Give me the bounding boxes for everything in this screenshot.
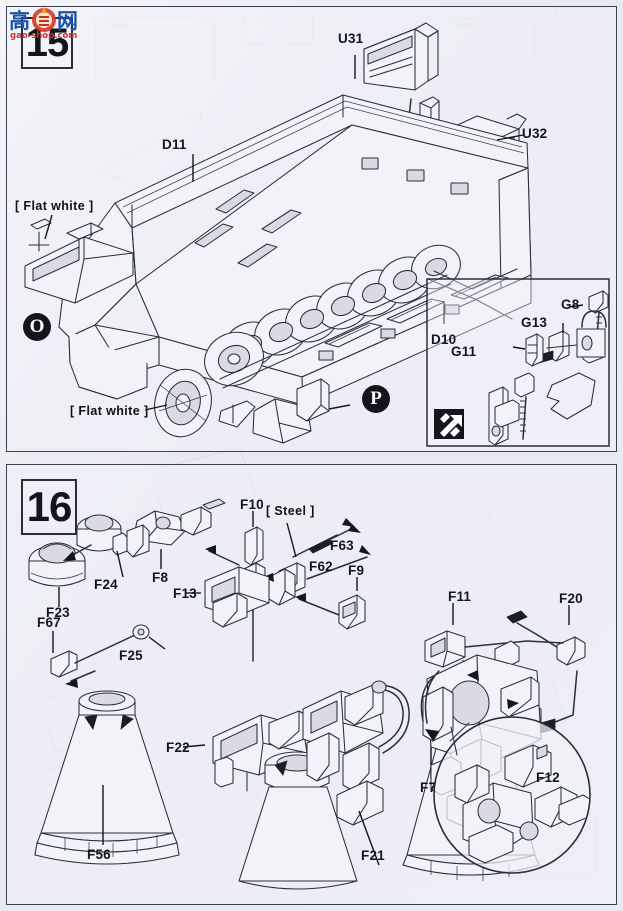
step-number-15: 15 — [21, 17, 73, 69]
part-u31-drawing — [363, 22, 439, 91]
part-label-f10: F10 — [240, 497, 264, 512]
step-16-illustration — [28, 498, 591, 890]
part-label-f62: F62 — [309, 559, 333, 574]
circle-tag-p: P — [362, 385, 390, 413]
part-d-plate-left — [24, 218, 134, 304]
part-label-d10: D10 — [431, 332, 457, 347]
circle-tag-o: O — [23, 313, 51, 341]
part-label-f11: F11 — [448, 589, 472, 604]
detail-callout-frame — [426, 278, 610, 447]
part-f13-drawing — [204, 566, 270, 628]
part-label-f13: F13 — [173, 586, 197, 601]
part-label-g11: G11 — [451, 344, 477, 359]
part-label-d11: D11 — [162, 137, 187, 152]
part-f56-drawing — [34, 690, 180, 865]
leader-flat-white-top — [44, 214, 53, 240]
part-f24-drawing — [76, 514, 128, 556]
magnify-arrows-icon — [434, 409, 464, 439]
paint-label-steel: [ Steel ] — [266, 504, 315, 518]
part-label-f12: F12 — [536, 770, 560, 785]
pointer-outline-shape — [546, 372, 596, 420]
hull-vent-panels — [324, 274, 509, 348]
part-label-u31: U31 — [338, 31, 364, 46]
part-label-u32: U32 — [522, 126, 548, 141]
step-15-panel: 15 U31 D11 U32 D10 G8 G13 G11 [ Flat whi… — [6, 6, 617, 452]
part-label-f20: F20 — [559, 591, 583, 606]
track-running-gear — [204, 244, 461, 389]
part-g13-drawing — [538, 330, 570, 364]
leader-steel — [286, 522, 297, 558]
rear-tow-assembly — [218, 378, 330, 444]
part-f8-drawing — [126, 498, 226, 558]
step-16-panel: 16 [ Steel ] F8 F10 F62 F63 F9 F13 F11 F… — [6, 464, 617, 905]
part-f67-f25-drawing — [50, 624, 150, 688]
leader-f21 — [358, 810, 380, 866]
leader-f24 — [116, 550, 124, 578]
drive-sprocket — [204, 331, 264, 387]
part-label-f7: F7 — [420, 780, 437, 795]
part-label-f63: F63 — [330, 538, 354, 553]
part-f9-drawing — [295, 593, 366, 630]
detail-circle-inset — [433, 716, 591, 874]
step-number-16: 16 — [21, 479, 77, 535]
part-label-f24: F24 — [94, 577, 118, 592]
part-label-f25: F25 — [119, 648, 143, 663]
part-lower-chain-drawing — [488, 372, 535, 446]
part-label-g13: G13 — [521, 315, 548, 330]
part-g11-drawing — [525, 333, 544, 367]
part-f23-drawing — [28, 542, 86, 587]
paint-label-flat-white-top: [ Flat white ] — [15, 199, 94, 213]
part-label-f23: F23 — [46, 605, 70, 620]
part-lock-drawing — [576, 310, 607, 358]
step-15-leader-lines — [144, 55, 524, 411]
part-label-g8: G8 — [561, 297, 580, 312]
step-15-illustration — [24, 22, 610, 447]
part-label-f67: F67 — [37, 615, 61, 630]
part-f11-drawing — [424, 630, 466, 668]
paint-label-flat-white-bottom: [ Flat white ] — [70, 404, 149, 418]
part-label-f21: F21 — [361, 848, 385, 863]
hull-vent-small — [318, 304, 460, 361]
front-road-wheel — [154, 368, 212, 438]
part-label-f22: F22 — [166, 740, 190, 755]
leader-f22 — [182, 744, 206, 748]
leader-f25 — [148, 636, 166, 650]
part-label-f56: F56 — [87, 847, 111, 862]
part-f21-frame-drawing — [302, 680, 410, 826]
part-label-f9: F9 — [348, 563, 365, 578]
part-label-f8: F8 — [152, 570, 169, 585]
hull-hatches — [194, 157, 469, 268]
